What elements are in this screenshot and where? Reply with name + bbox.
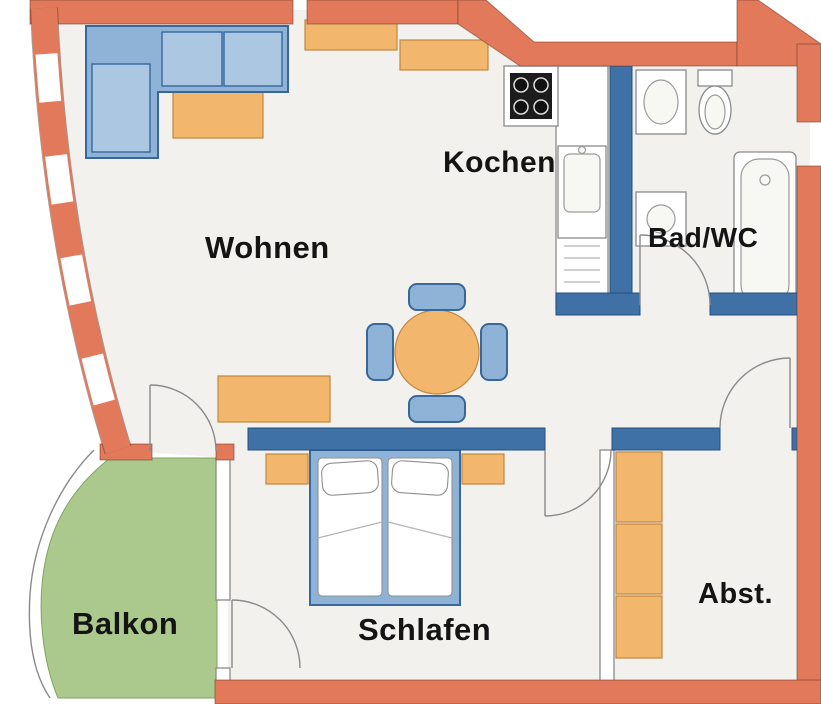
room-label-schlafen: Schlafen [358, 612, 492, 647]
balcony-area [28, 449, 218, 699]
stove-burner-3 [513, 99, 529, 115]
doors [149, 234, 791, 669]
balcony-deck [40, 457, 218, 699]
stove-burner-4 [533, 99, 549, 115]
balcony-top-wall-east [215, 443, 235, 461]
storage-cabinet-2 [615, 523, 663, 595]
bath-sink-basin [643, 79, 679, 125]
stove-burner-1 [513, 77, 529, 93]
bottom-wall [214, 679, 821, 704]
kitchen-bath-wall [609, 65, 633, 305]
room-label-wohnen: Wohnen [205, 230, 330, 265]
washing-machine-door [646, 204, 676, 234]
dining-chair-east [480, 323, 508, 381]
kitchen-faucet [577, 145, 587, 155]
room-label-balkon: Balkon [72, 606, 179, 641]
room-label-kochen: Kochen [443, 146, 557, 179]
room-label-abstellraum: Abst. [698, 578, 773, 610]
bedroom-storage-wall [599, 449, 615, 683]
pillow-right [391, 460, 449, 496]
stove-burner-2 [533, 77, 549, 93]
dining-chair-west [366, 323, 394, 381]
door-bedroom [544, 449, 612, 517]
blanket-fold-left [317, 521, 383, 539]
room-label-bad: Bad/WC [648, 222, 759, 253]
west-facade [30, 7, 132, 455]
kitchen-sink-basin [563, 153, 601, 213]
partition-walls [215, 449, 615, 685]
pillow-left [321, 460, 379, 496]
east-wall-lower [796, 165, 821, 704]
sideboard-living [217, 375, 331, 423]
sofa-cushion-2 [223, 31, 283, 87]
nightstand-left [265, 453, 309, 485]
balcony-railing [28, 449, 95, 699]
door-bedroom-balcony [231, 599, 301, 669]
dining-chair-north [408, 283, 466, 311]
storage-cabinet-1 [615, 451, 663, 523]
interior-walls [247, 65, 799, 451]
toilet-tank [697, 69, 733, 87]
sideboard-top-right [399, 39, 489, 71]
bath-hall-wall [709, 292, 798, 316]
bed-details [317, 457, 453, 597]
toilet-seat [704, 94, 726, 130]
hall-bedroom-wall [611, 427, 721, 451]
blanket-fold-right [387, 521, 453, 539]
door-bathroom [639, 234, 711, 306]
top-wall-west [29, 0, 294, 25]
door-hall-storage [719, 357, 791, 429]
west-facade-windows [33, 7, 129, 454]
door-living-balcony [149, 384, 217, 452]
bedroom-balcony-wall-upper [215, 457, 231, 601]
storage-cabinet-3 [615, 595, 663, 659]
bathroom-fixtures [635, 69, 797, 311]
east-wall-upper [796, 43, 821, 123]
nightstand-right [461, 453, 505, 485]
dining-table [394, 309, 480, 395]
kitchen-fixtures [503, 65, 609, 311]
dining-chair-south [408, 395, 466, 423]
sofa-cushion-1 [161, 31, 223, 87]
sofa-cushion-3 [91, 63, 151, 153]
kitchen-hall-wall [555, 292, 641, 316]
kitchen-drainer-lines [564, 245, 600, 295]
living-bedroom-wall [247, 427, 546, 451]
exterior-walls [29, 0, 821, 704]
bathtub-drain [759, 174, 771, 186]
top-wall-east [306, 0, 459, 25]
